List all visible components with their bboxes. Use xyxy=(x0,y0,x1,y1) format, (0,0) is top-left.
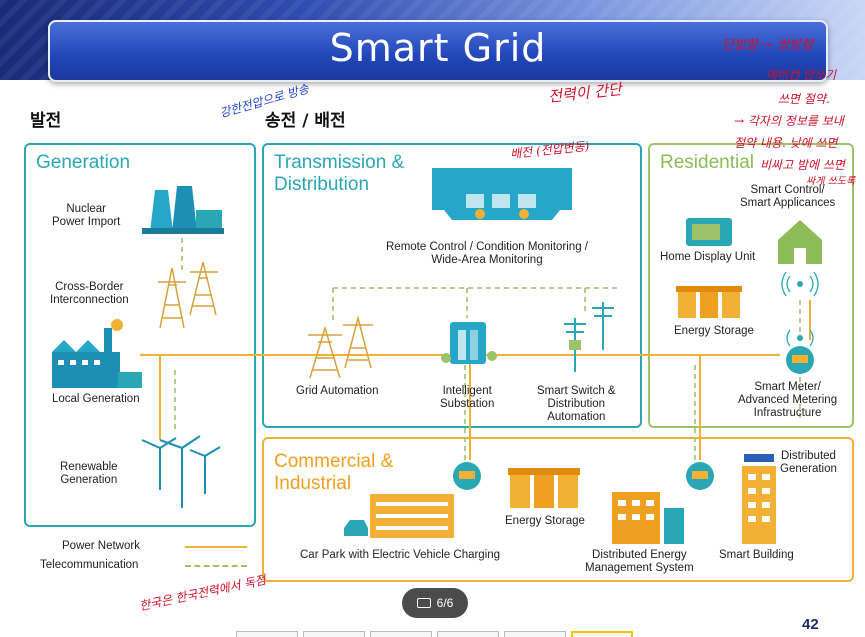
label-dems: Distributed Energy Management System xyxy=(585,549,694,574)
label-remote-control: Remote Control / Condition Monitoring / … xyxy=(386,241,588,266)
label-energy-storage-residential: Energy Storage xyxy=(674,325,754,337)
title-bar xyxy=(48,20,828,82)
annotation-save: 쓰면 절약. xyxy=(778,92,830,106)
slide-thumbnail-active[interactable] xyxy=(571,631,633,637)
legend-telecom-line xyxy=(185,565,247,567)
legend-power-label: Power Network xyxy=(62,540,140,552)
label-grid-automation: Grid Automation xyxy=(296,385,379,397)
legend-power-line xyxy=(185,546,247,548)
slide-thumbnail[interactable] xyxy=(236,631,298,637)
annotation-info: → 각자의 정보를 보내 xyxy=(734,114,844,128)
label-nuclear: Nuclear Power Import xyxy=(52,203,121,228)
section-title-generation: Generation xyxy=(36,152,131,173)
label-home-display: Home Display Unit xyxy=(660,251,756,263)
slide-thumbnail[interactable] xyxy=(437,631,499,637)
label-intelligent-substation: Intelligent Substation xyxy=(440,385,495,410)
section-title-residential: Residential xyxy=(660,152,754,173)
label-local-generation: Local Generation xyxy=(52,393,140,405)
label-cross-border: Cross-Border Interconnection xyxy=(50,281,129,306)
slide-thumbnail[interactable] xyxy=(303,631,365,637)
label-car-park: Car Park with Electric Vehicle Charging xyxy=(300,549,501,561)
section-title-transmission: Transmission & Distribution xyxy=(274,152,405,195)
label-energy-storage-commercial: Energy Storage xyxy=(505,515,585,527)
generation-panel xyxy=(24,143,256,527)
label-smart-switch: Smart Switch & Distribution Automation xyxy=(537,385,616,423)
label-distributed-generation: Distributed Generation xyxy=(780,450,837,475)
annotation-night: 비싸고 밤에 쓰면 xyxy=(760,158,845,172)
annotation-power-simple: 전력이 간단 xyxy=(547,80,623,106)
legend-telecom-label: Telecommunication xyxy=(40,559,139,571)
label-smart-building: Smart Building xyxy=(719,549,794,561)
annotation-monopoly: 한국은 한국전력에서 독점 xyxy=(138,572,268,614)
annotation-day: 절약 내용. 낮에 쓰면 xyxy=(734,136,838,150)
heading-generation-kr: 발전 xyxy=(30,111,62,131)
annotation-aircon: 에어컨 안쓰기 xyxy=(766,68,837,82)
slide-title: Smart Grid xyxy=(329,26,547,70)
section-title-commercial: Commercial & Industrial xyxy=(274,451,394,494)
page-number: 42 xyxy=(802,616,819,633)
slide-pager[interactable]: 6/6 xyxy=(402,588,468,618)
heading-transmission-kr: 송전 / 배전 xyxy=(265,111,346,131)
label-renewable: Renewable Generation xyxy=(60,461,118,486)
label-smart-meter: Smart Meter/ Advanced Metering Infrastru… xyxy=(738,381,838,419)
annotation-direction: 단방향 → 쌍방향 xyxy=(722,38,813,53)
slide-thumbnail[interactable] xyxy=(370,631,432,637)
annotation-cheap: 싸게 쓰도록 xyxy=(806,176,856,187)
slide-thumbnail[interactable] xyxy=(504,631,566,637)
label-smart-control: Smart Control/ Smart Applicances xyxy=(740,184,836,209)
residential-panel xyxy=(648,143,854,428)
slides-icon xyxy=(416,598,431,608)
pager-label: 6/6 xyxy=(436,596,454,610)
